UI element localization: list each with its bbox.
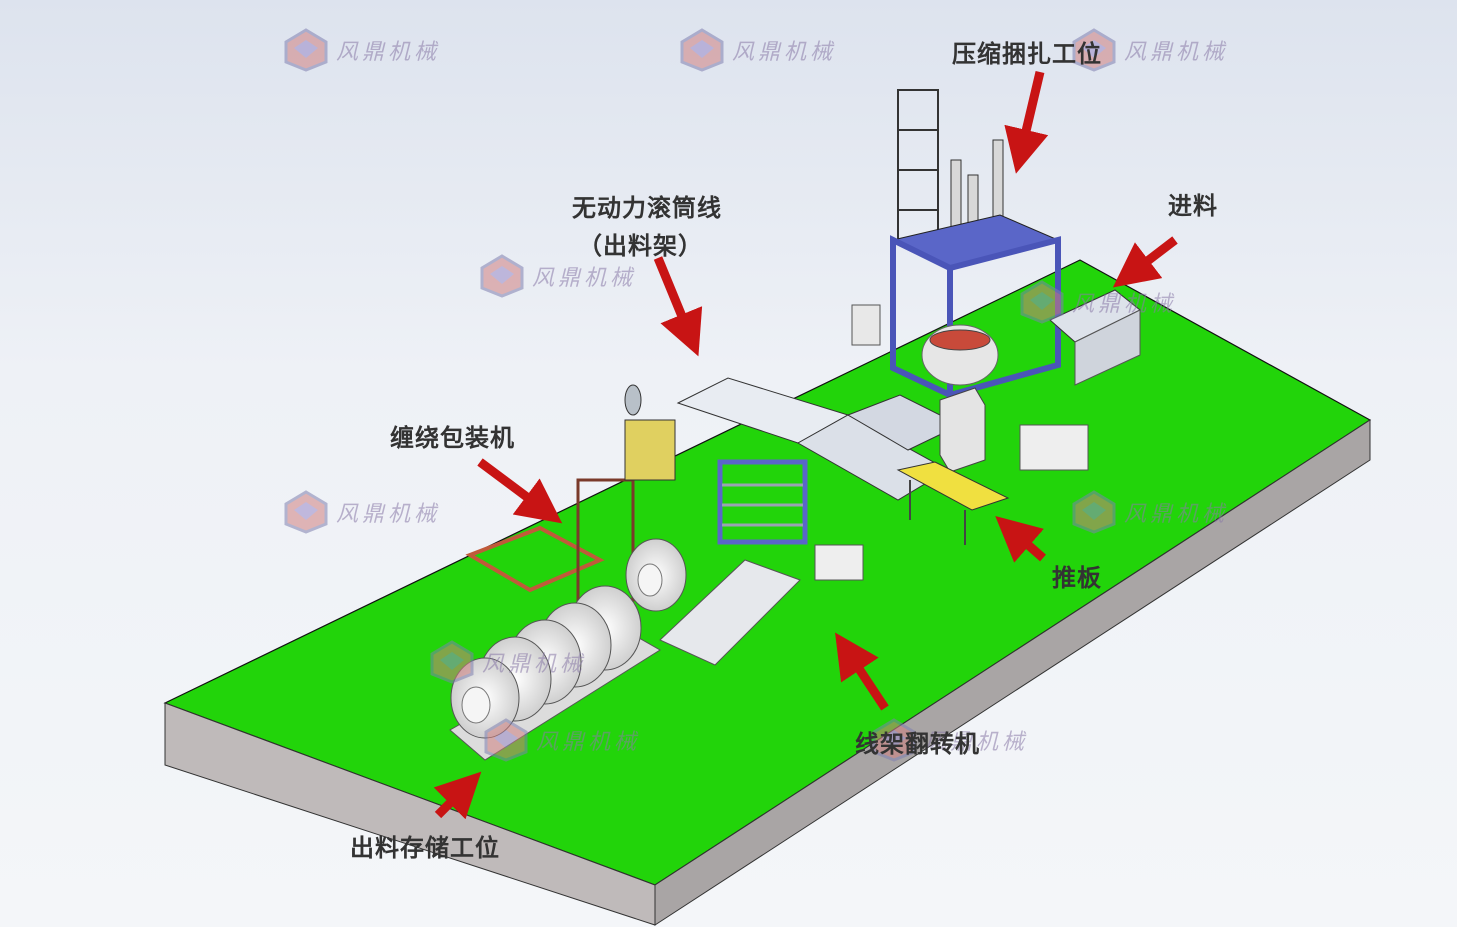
watermark-text: 风鼎机械 [336,502,441,527]
feed-conveyor [1049,289,1141,386]
logo-icon [284,28,328,72]
logo-icon [284,490,328,534]
watermark: 风鼎机械 [870,718,1028,762]
coil-tilter-machine [659,459,864,666]
logo-icon [484,718,528,762]
arrow-compress-station [1004,70,1049,174]
watermark: 风鼎机械 [482,718,640,762]
arrow-roller-line [653,256,703,357]
logo-icon [872,718,916,762]
label-output-storage: 出料存储工位 [350,834,500,862]
arrow-coil-tilter [835,632,889,711]
watermark-text: 风鼎机械 [536,730,641,755]
watermark-text: 风鼎机械 [532,266,637,291]
logo-icon [1072,28,1116,72]
arrow-wrapping-machine [477,458,563,524]
arrow-output-storage [433,771,482,820]
logo-icon [480,254,524,298]
arrow-feed [1112,236,1178,288]
label-compress-station: 压缩捆扎工位 [952,40,1102,68]
logo-icon [1020,280,1064,324]
watermark-text: 风鼎机械 [336,40,441,65]
floor-side [654,419,1371,926]
label-roller-line: 无动力滚筒线 [572,194,722,222]
arrow-push-plate [995,516,1046,563]
wrapping-machine [465,384,676,602]
label-wrapping-machine: 缠绕包装机 [390,424,515,452]
watermark-text: 风鼎机械 [924,730,1029,755]
compress-station-machine [851,89,1061,400]
arrows [433,70,1178,820]
watermark: 风鼎机械 [1070,28,1228,72]
watermark-text: 风鼎机械 [1124,40,1229,65]
watermark: 风鼎机械 [1070,490,1228,534]
control-cabinet [939,387,1089,473]
watermark: 风鼎机械 [282,28,440,72]
logo-icon [430,640,474,684]
push-plate-machine [896,461,1010,545]
watermark: 风鼎机械 [1018,280,1176,324]
label-roller-line-sub: （出料架） [578,232,703,260]
label-coil-tilter: 线架翻转机 [855,730,980,758]
watermark-text: 风鼎机械 [1124,502,1229,527]
label-push-plate: 推板 [1052,564,1102,592]
watermark: 风鼎机械 [678,28,836,72]
watermark: 风鼎机械 [428,640,586,684]
logo-icon [680,28,724,72]
watermark-text: 风鼎机械 [732,40,837,65]
watermark-text: 风鼎机械 [1072,292,1177,317]
label-feed: 进料 [1168,192,1218,220]
roller-line-machine [676,377,962,501]
watermark: 风鼎机械 [478,254,636,298]
watermark: 风鼎机械 [282,490,440,534]
watermark-text: 风鼎机械 [482,652,587,677]
logo-icon [1072,490,1116,534]
